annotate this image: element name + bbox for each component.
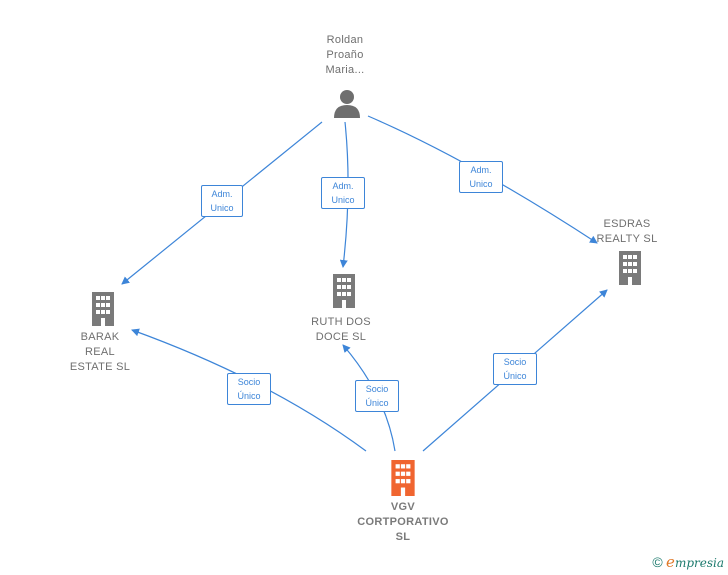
edge-label-adm-barak: Adm. Unico — [201, 185, 243, 217]
edge-label-socio-esdras: Socio Único — [493, 353, 537, 385]
edge-label-adm-ruth: Adm. Unico — [321, 177, 365, 209]
building-icon-vgv[interactable] — [387, 460, 419, 496]
company-esdras-label[interactable]: ESDRAS REALTY SL — [596, 218, 658, 245]
company-vgv-label[interactable]: VGV CORTPORATIVO SL — [357, 501, 449, 543]
building-icon-barak[interactable] — [88, 292, 118, 326]
company-barak-label[interactable]: BARAK REAL ESTATE SL — [69, 331, 131, 373]
building-icon-esdras[interactable] — [615, 251, 645, 285]
building-icon-ruth[interactable] — [329, 274, 359, 308]
brand-logo: empresia — [666, 553, 724, 571]
edge-label-adm-esdras: Adm. Unico — [459, 161, 503, 193]
footer-brand: © empresia — [652, 553, 724, 571]
company-ruth-label[interactable]: RUTH DOS DOCE SL — [311, 316, 371, 343]
copyright-symbol: © — [652, 554, 663, 570]
person-name[interactable]: Roldan Proaño Maria... — [325, 34, 365, 76]
edge-label-socio-barak: Socio Único — [227, 373, 271, 405]
edge-label-socio-ruth: Socio Único — [355, 380, 399, 412]
person-icon[interactable] — [333, 88, 361, 118]
